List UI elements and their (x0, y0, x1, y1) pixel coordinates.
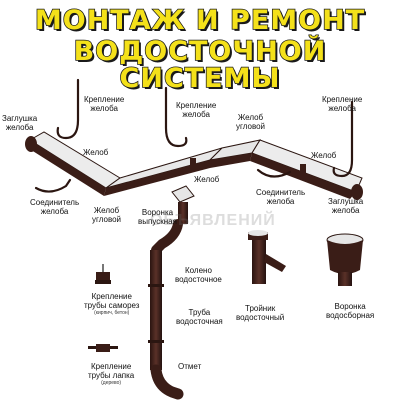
outlet-funnel-shape (171, 185, 195, 224)
connector-left-shape (34, 178, 72, 193)
title-line-2: ВОДОСТОЧНОЙ СИСТЕМЫ (73, 36, 327, 94)
bracket-hook (164, 86, 188, 148)
gutter-run (25, 131, 363, 200)
pipe-bracket-nail-shape (88, 344, 118, 352)
connector-ring (190, 158, 196, 170)
bracket-hook (332, 100, 354, 178)
connector-ring (300, 164, 306, 178)
connector-right-shape (256, 168, 292, 178)
label-gutter-2: Желоб (194, 175, 220, 184)
end-cap-right-shape (351, 184, 363, 200)
downpipe (148, 219, 184, 400)
collecting-funnel-shape (326, 233, 364, 286)
label-gutter-1: Желоб (83, 148, 109, 157)
title-line-1: МОНТАЖ И РЕМОНТ (34, 5, 366, 36)
label-gutter-3: Желоб (311, 151, 337, 160)
label-outflow: Отмет (178, 362, 202, 371)
end-cap-left-shape (25, 136, 37, 152)
tee-shape (248, 230, 286, 284)
pipe-bracket-screw-shape (95, 264, 111, 284)
watermark: ОБЪЯВЛЕНИЙ (150, 212, 276, 229)
bracket-hook (56, 78, 80, 140)
